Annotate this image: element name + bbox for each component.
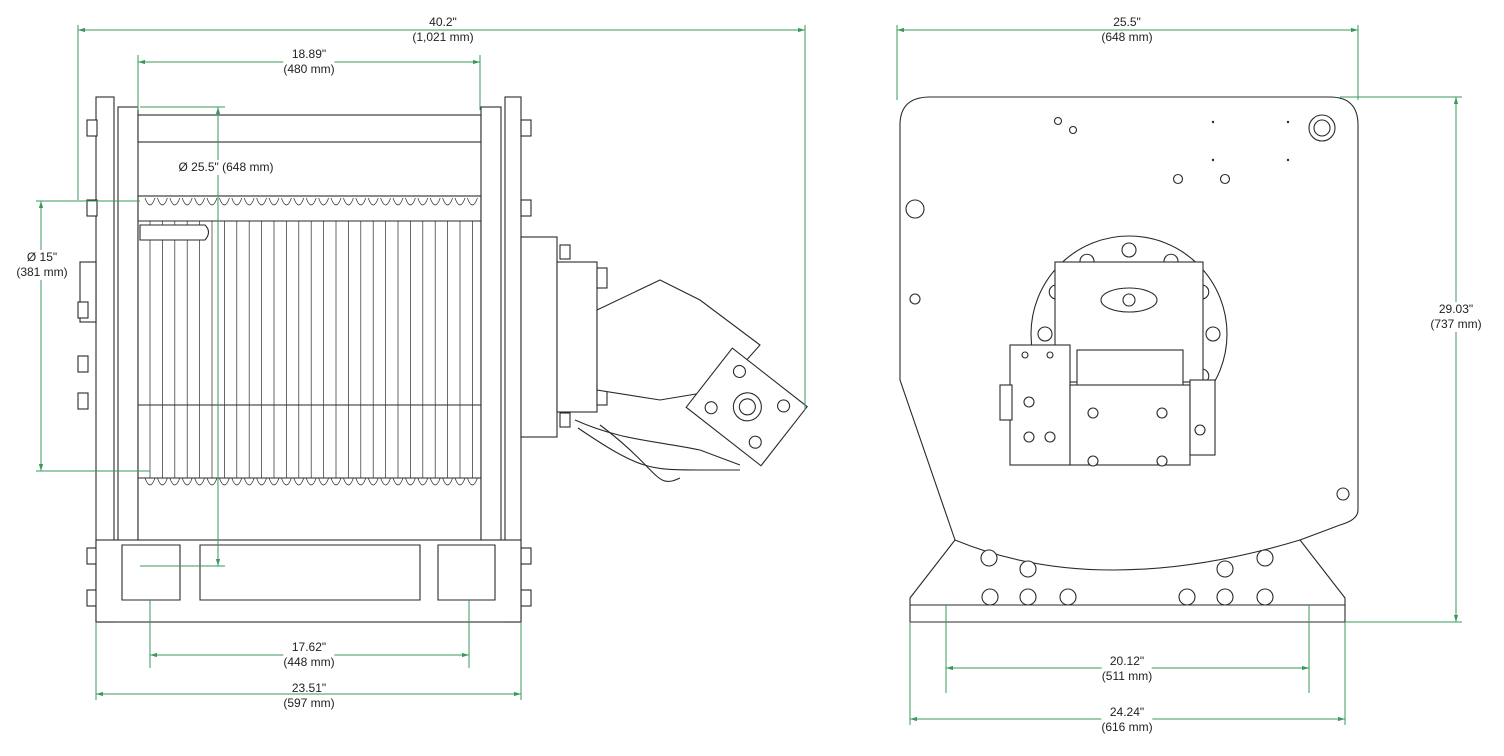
base-length-imperial: 23.51" — [291, 681, 327, 695]
drum-length-label: 18.89" (480 mm) — [283, 47, 335, 77]
cable-wrap-top — [405, 197, 416, 206]
cable-wrap-bottom — [169, 477, 181, 486]
cable-wrap-top — [318, 197, 329, 206]
cable-wrap-top — [256, 197, 267, 206]
drum-diameter-imperial: Ø 15" — [26, 250, 58, 264]
cable-wrap-top — [429, 197, 441, 206]
flange-diameter-text: Ø 25.5" (648 mm) — [178, 160, 274, 174]
cable-wrap-top — [343, 197, 354, 206]
base-length-label: 23.51" (597 mm) — [283, 681, 334, 711]
cable-wrap-bottom — [405, 477, 416, 486]
end-height-metric: (737 mm) — [1430, 317, 1482, 331]
end-base-width-label: 24.24" (616 mm) — [1101, 705, 1153, 735]
end-width-metric: (648 mm) — [1101, 30, 1153, 44]
flange-bolt — [1037, 326, 1053, 342]
cable-wrap-bottom — [417, 477, 429, 486]
cable-wraps — [144, 197, 478, 486]
cable-wrap-bottom — [157, 477, 168, 486]
cable-wrap-top — [157, 197, 168, 206]
base-length-metric: (597 mm) — [283, 696, 335, 710]
right-bolts — [520, 119, 532, 607]
cable-wrap-top — [467, 197, 478, 206]
cable-wrap-top — [380, 197, 391, 206]
cable-wrap-bottom — [429, 477, 441, 486]
cable-wrap-top — [231, 197, 243, 206]
plate-holes — [905, 114, 1350, 501]
cable-wrap-bottom — [330, 477, 342, 486]
end-bolt-spacing-label: 20.12" (511 mm) — [1101, 654, 1153, 684]
cable-wrap-bottom — [268, 477, 280, 486]
cable-wrap-bottom — [243, 477, 255, 486]
cable-wrap-top — [243, 197, 255, 206]
flange-bolt — [1121, 242, 1137, 258]
cable-wrap-top — [293, 197, 305, 206]
base-bolt-spacing-label: 17.62" (448 mm) — [283, 640, 335, 670]
drum-length-imperial: 18.89" — [291, 47, 327, 61]
cable-wrap-bottom — [256, 477, 267, 486]
end-width-imperial: 25.5" — [1113, 15, 1141, 29]
cable-wrap-bottom — [442, 477, 453, 486]
overall-length-label: 40.2" (1,021 mm) — [412, 15, 473, 45]
flange-diameter-label: Ø 25.5" (648 mm) — [176, 160, 276, 175]
base-holes — [980, 549, 1274, 606]
cable-wrap-top — [268, 197, 280, 206]
cable-wrap-bottom — [293, 477, 305, 486]
cable-wrap-bottom — [355, 477, 367, 486]
cable-wrap-top — [330, 197, 342, 206]
overall-length-imperial: 40.2" — [429, 15, 457, 29]
base-bolt-spacing-metric: (448 mm) — [283, 655, 335, 669]
cable-wrap-top — [219, 197, 230, 206]
end-base-width-imperial: 24.24" — [1109, 705, 1145, 719]
cable-wrap-top — [442, 197, 453, 206]
end-base-width-metric: (616 mm) — [1101, 720, 1153, 734]
drum-length-metric: (480 mm) — [283, 62, 335, 76]
cable-wrap-bottom — [318, 477, 329, 486]
flange-bolt — [1205, 326, 1221, 342]
cable-wrap-top — [417, 197, 429, 206]
cable-wrap-bottom — [194, 477, 205, 486]
cable-wrap-bottom — [281, 477, 292, 486]
cable-wrap-top — [181, 197, 193, 206]
drum-diameter-label: Ø 15" (381 mm) — [16, 250, 68, 280]
cable-wrap-top — [194, 197, 205, 206]
end-bolt-spacing-metric: (511 mm) — [1101, 669, 1153, 683]
cable-wrap-bottom — [454, 477, 466, 486]
base-bolt-spacing-imperial: 17.62" — [291, 640, 327, 654]
cable-wrap-bottom — [231, 477, 243, 486]
overall-length-metric: (1,021 mm) — [412, 30, 474, 44]
end-width-label: 25.5" (648 mm) — [1101, 15, 1152, 45]
cable-wrap-top — [144, 197, 156, 206]
cable-wrap-top — [454, 197, 466, 206]
cable-wrap-top — [169, 197, 181, 206]
end-view — [899, 96, 1359, 623]
cable-wrap-bottom — [144, 477, 156, 486]
end-bolt-spacing-imperial: 20.12" — [1109, 654, 1145, 668]
end-height-imperial: 29.03" — [1438, 302, 1474, 316]
cable-wrap-bottom — [219, 477, 230, 486]
cable-wrap-bottom — [181, 477, 193, 486]
cable-wrap-top — [367, 197, 379, 206]
cable-wrap-bottom — [392, 477, 404, 486]
cable-wrap-bottom — [343, 477, 354, 486]
cable-wrap-top — [281, 197, 292, 206]
cable-wrap-bottom — [467, 477, 478, 486]
cable-wrap-top — [392, 197, 404, 206]
end-height-label: 29.03" (737 mm) — [1430, 302, 1482, 332]
motor-bolts — [559, 244, 608, 428]
cable-wrap-bottom — [305, 477, 317, 486]
drum-diameter-metric: (381 mm) — [16, 265, 68, 279]
cable-wrap-bottom — [367, 477, 379, 486]
cable-wrap-top — [355, 197, 367, 206]
left-bolts — [77, 119, 98, 607]
cable-wrap-top — [305, 197, 317, 206]
cable-wrap-bottom — [380, 477, 391, 486]
valve-ports — [1021, 351, 1206, 467]
side-view — [77, 96, 808, 623]
